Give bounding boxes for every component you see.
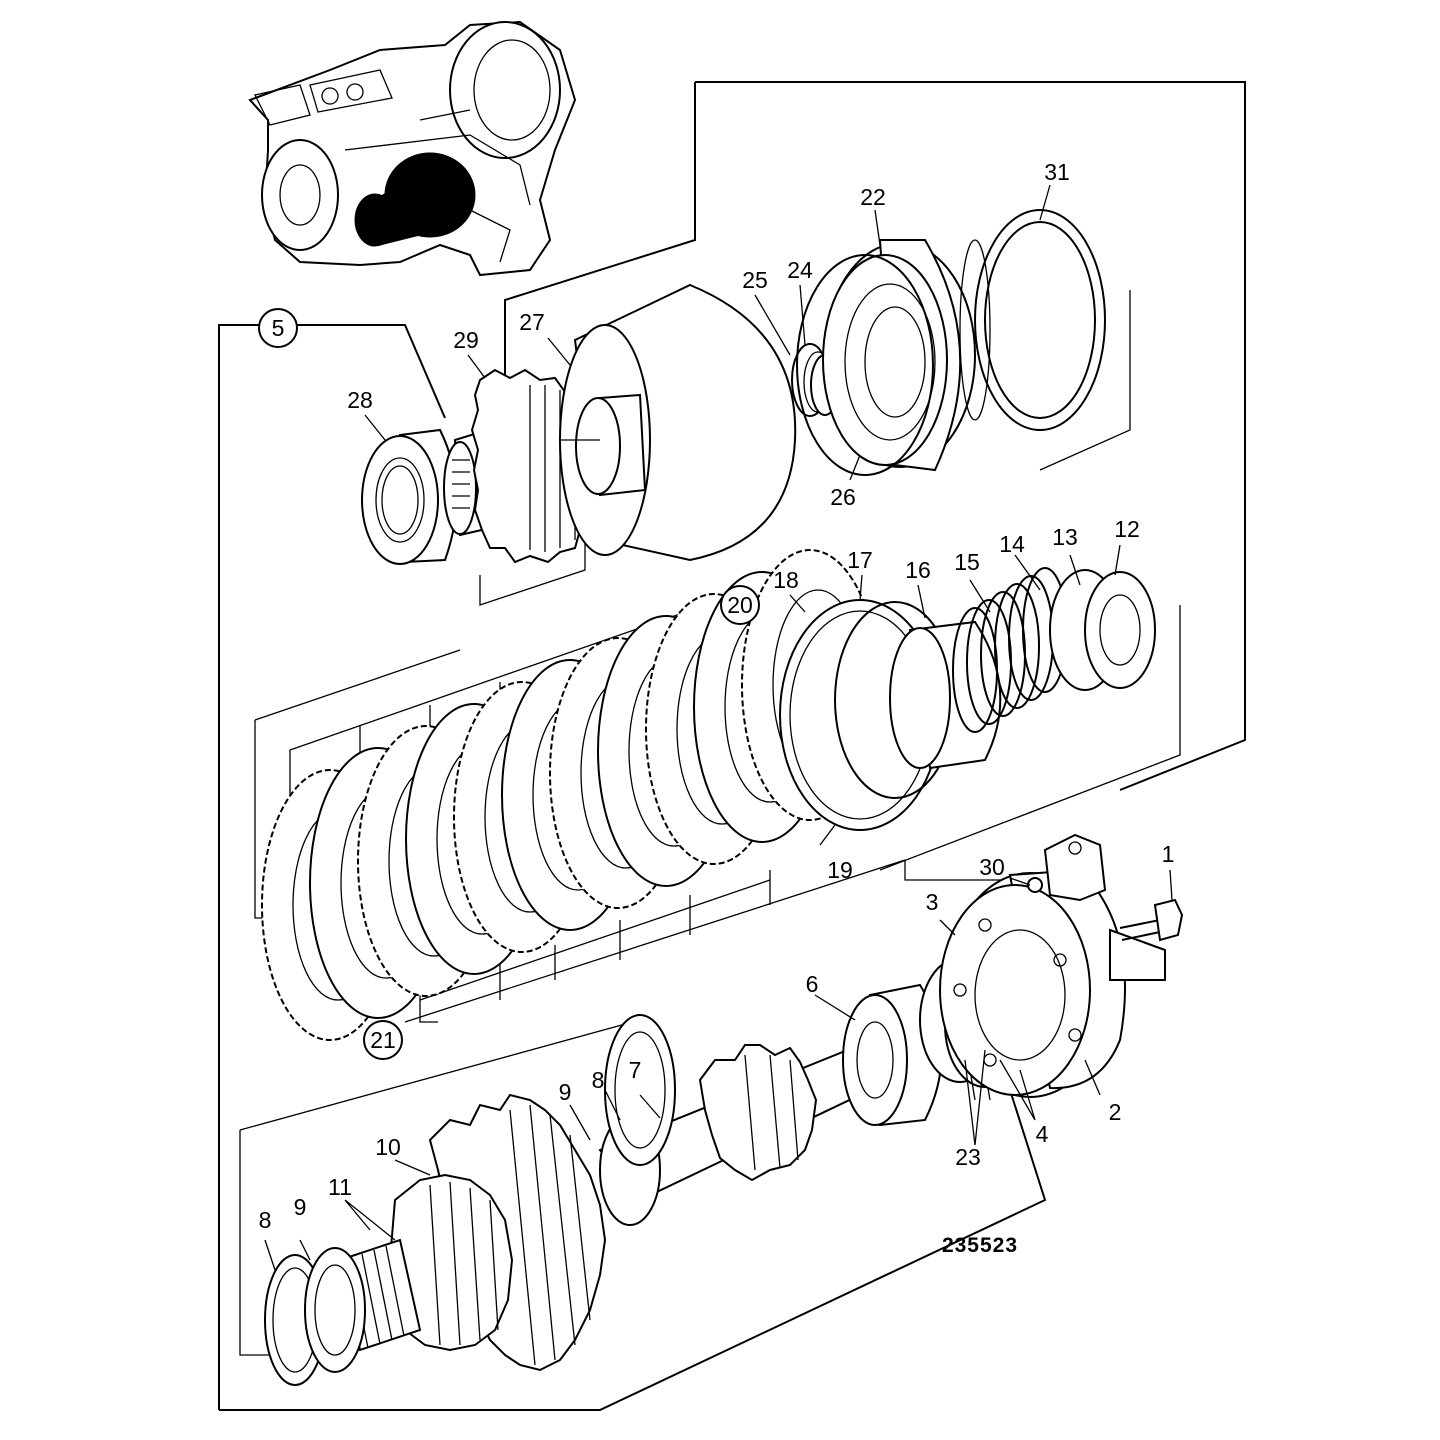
callout-27: 27 [519,309,545,335]
washer-30 [1027,877,1043,893]
callout-18: 18 [773,567,799,593]
bearing-28 [361,428,461,565]
callout-16: 16 [905,557,931,583]
callout-6: 6 [806,971,819,997]
callout-29: 29 [453,327,479,353]
callout-25: 25 [742,267,768,293]
group-outline-upper [218,81,1246,1411]
callout-15: 15 [954,549,980,575]
callout-31: 31 [1044,159,1070,185]
callout-1: 1 [1162,841,1175,867]
spring-coil [994,583,1040,709]
gear-cluster-10 [388,1093,607,1372]
washer-8-9-right [604,1014,676,1166]
callout-21: 21 [370,1027,396,1053]
callout-8-upper: 8 [592,1067,605,1093]
leader-lines [264,184,1173,1271]
callout-20: 20 [727,592,753,618]
callout-26: 26 [830,484,856,510]
clutch-plate-pack-21 [261,549,879,1041]
callout-23: 23 [955,1144,981,1170]
callout-8-lower: 8 [259,1207,272,1233]
drawing-reference-number: 235523 [942,1234,1018,1257]
callout-19: 19 [827,857,853,883]
callout-28: 28 [347,387,373,413]
callout-3: 3 [926,889,939,915]
circled-callout-5: 5 [258,308,298,348]
callout-14: 14 [999,531,1025,557]
piston-16 [889,620,1002,770]
washer-8-9-left [264,1247,366,1386]
ring-26 [796,254,934,476]
clutch-drum-27 [559,283,797,562]
piston-22 [796,239,976,476]
retainer-13-12 [1049,569,1156,691]
locator-gearbox-drawing [248,20,577,277]
toothed-ring-31 [959,209,1106,431]
callout-9-lower: 9 [294,1194,307,1220]
callout-7: 7 [629,1057,642,1083]
cover-housing-2-3 [939,833,1166,1098]
callout-11: 11 [328,1174,352,1200]
callout-4: 4 [1036,1121,1049,1147]
callout-30: 30 [979,854,1005,880]
callout-22: 22 [860,184,886,210]
callout-17: 17 [847,547,873,573]
callout-5: 5 [272,315,285,341]
circled-callout-21: 21 [363,1020,403,1060]
callout-12: 12 [1114,516,1140,542]
spring-coil [1008,575,1054,701]
callout-10: 10 [375,1134,401,1160]
callout-2: 2 [1109,1099,1122,1125]
callout-24: 24 [787,257,813,283]
callout-13: 13 [1052,524,1078,550]
circled-callout-20: 20 [720,585,760,625]
bolt-1 [1119,898,1184,942]
callout-9-upper: 9 [559,1079,572,1105]
